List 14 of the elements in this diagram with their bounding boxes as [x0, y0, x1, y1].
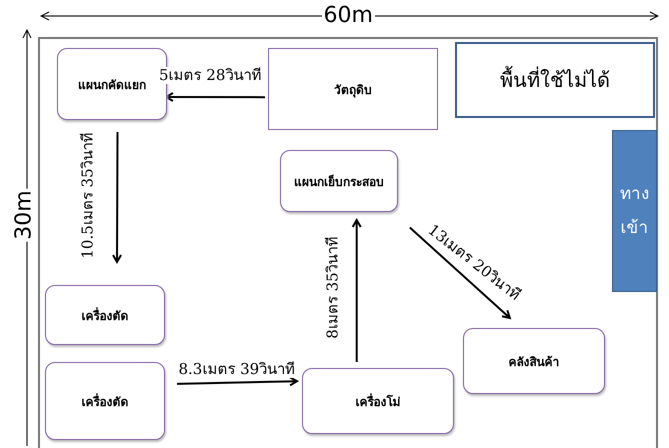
arrow: [165, 92, 265, 102]
process-box: เครื่องโม่: [302, 368, 454, 434]
entrance-box: ทาง เข้า: [612, 130, 657, 292]
area-box: พื้นที่ใช้ไม่ได้: [455, 42, 655, 118]
process-box: เครื่องตัด: [45, 362, 165, 440]
arrow: [409, 226, 511, 319]
process-box: แผนกเย็บกระสอบ: [280, 150, 398, 212]
edge-label: 5เมตร 28วินาที: [157, 66, 264, 84]
process-box: วัตถุดิบ: [268, 48, 438, 130]
process-box: คลังสินค้า: [463, 328, 605, 394]
arrow: [352, 219, 362, 362]
arrow: [176, 376, 298, 386]
process-box: เครื่องตัด: [45, 285, 165, 345]
arrow: [112, 132, 122, 263]
